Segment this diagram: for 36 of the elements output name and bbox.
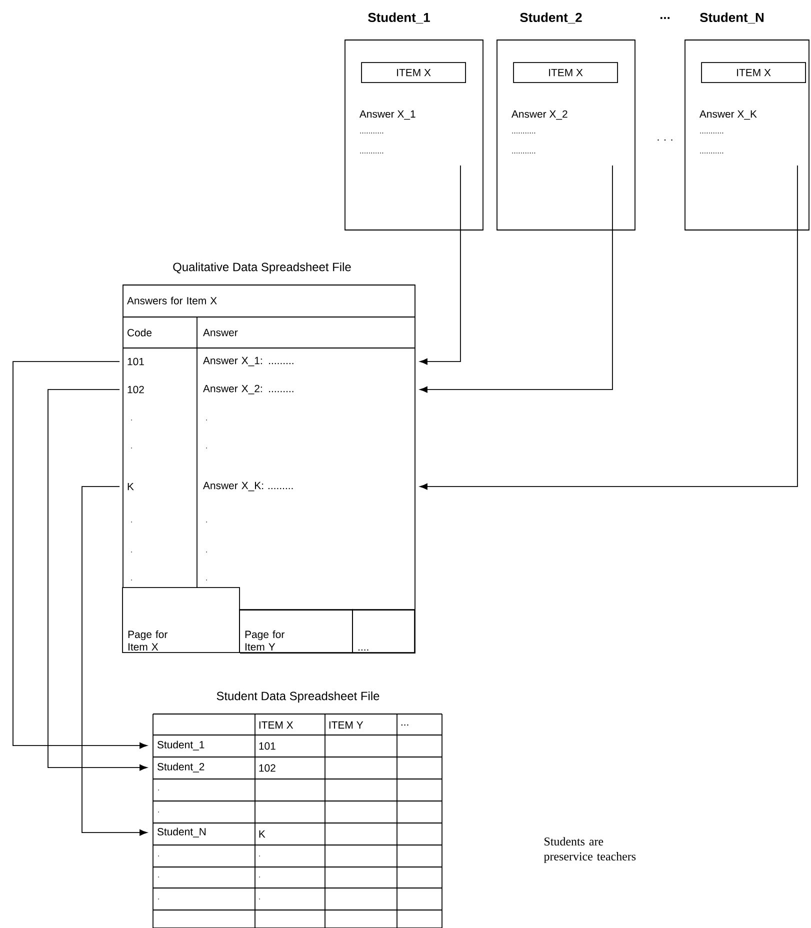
table-cell: Answer X_1: ......... [203, 356, 294, 366]
note-text: Students are preservice teachers [544, 837, 636, 863]
table-cell: ... [401, 724, 408, 726]
sheet-tab: Page for Item Y [239, 609, 353, 653]
table-cell: Code [128, 328, 152, 336]
item-box: ITEM X [513, 62, 618, 83]
ellipsis: ... [660, 17, 670, 19]
connector-arrow [12, 361, 148, 749]
connector-arrow [48, 389, 148, 771]
table-cell: ITEM X [259, 721, 294, 729]
sheet-tab: .... [352, 609, 415, 653]
item-box: ITEM X [361, 62, 466, 83]
item-box: ITEM X [701, 62, 806, 83]
table-cell: ITEM Y [329, 721, 364, 729]
table-cell: Student_1 [157, 740, 204, 750]
table-cell: Answer X_K: ......... [203, 482, 293, 492]
connector-arrow [420, 165, 798, 490]
table-cell: Answer X_2: ......... [203, 384, 294, 394]
table-cell: 102 [128, 386, 144, 394]
node-label: Student_1 [368, 12, 430, 24]
table-cell: K [259, 830, 266, 838]
ellipsis: . . . [658, 139, 672, 141]
table-cell: Student_2 [157, 762, 204, 772]
table-cell: Answers for Item X [127, 296, 217, 304]
connector-arrow [420, 165, 613, 393]
sheet-tab: Page for Item X [122, 587, 240, 653]
node-label: Student_2 [520, 12, 582, 24]
connector-arrow [420, 165, 461, 365]
table-cell: 101 [259, 742, 276, 750]
table-cell: Student_N [157, 828, 206, 838]
table-cell: 102 [259, 764, 276, 772]
table-cell: Answer [203, 328, 238, 336]
connector-arrow [82, 486, 148, 836]
table-cell: K [128, 482, 134, 490]
node-label: Student_N [700, 12, 764, 24]
table-cell: 101 [128, 358, 144, 366]
